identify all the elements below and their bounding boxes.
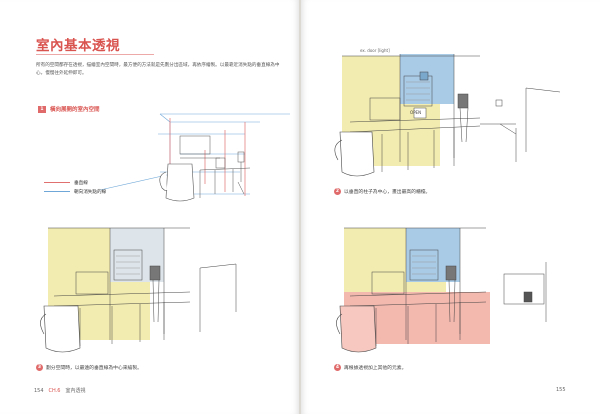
page-number-right: 155 bbox=[556, 387, 566, 393]
chapter-code: CH.6 bbox=[48, 387, 61, 394]
caption-number: 4 bbox=[334, 364, 341, 371]
folio-left: 154 CH.6 室內透視 bbox=[34, 387, 86, 395]
illustration-perspective-guide bbox=[99, 113, 290, 202]
illustration-step-4 bbox=[336, 227, 547, 353]
section-title: 橫向展開的室內空間 bbox=[50, 107, 100, 113]
legend-label: 朝向消失點的線 bbox=[74, 189, 107, 195]
folio-right: 155 bbox=[556, 387, 566, 393]
caption-text: 以垂直的柱子為中心，畫出最高的櫃檯。 bbox=[344, 190, 431, 195]
page-title: 室內基本透視 bbox=[36, 38, 120, 54]
legend: 垂直線 朝向消失點的線 bbox=[44, 178, 106, 196]
legend-swatch bbox=[44, 182, 70, 183]
intro-paragraph: 所有的空間都存在透視，描繪室內空間時，最方便的方法就是先劃分出區域，再依序繪製。… bbox=[36, 63, 280, 76]
section-number: 1 bbox=[38, 105, 46, 113]
title-underline bbox=[36, 54, 154, 55]
caption-number: 3 bbox=[36, 364, 43, 371]
section-label: 1 橫向展開的室內空間 bbox=[38, 105, 100, 113]
caption-text: 再根據透視加上其他的元素。 bbox=[344, 366, 407, 371]
chapter-title: 室內透視 bbox=[65, 388, 86, 394]
gutter bbox=[299, 0, 301, 414]
caption-number: 2 bbox=[334, 188, 341, 195]
legend-item-vanishing: 朝向消失點的線 bbox=[44, 187, 106, 196]
illustration-step-2: ex. door [light] OPEN bbox=[334, 48, 561, 177]
caption-step-2: 2 以垂直的柱子為中心，畫出最高的櫃檯。 bbox=[334, 188, 430, 195]
caption-step-4: 4 再根據透視加上其他的元素。 bbox=[334, 364, 406, 371]
caption-step-3: 3 劃分空間時，以最遠的垂直線為中心來繪製。 bbox=[36, 364, 142, 371]
legend-swatch bbox=[44, 191, 70, 192]
illustration-step-3 bbox=[40, 227, 237, 353]
cafe-sign: OPEN bbox=[410, 110, 421, 115]
caption-text: 劃分空間時，以最遠的垂直線為中心來繪製。 bbox=[46, 366, 142, 371]
page-number-left: 154 bbox=[34, 387, 44, 394]
legend-label: 垂直線 bbox=[74, 180, 88, 186]
legend-item-vertical: 垂直線 bbox=[44, 178, 106, 187]
sketch-note: ex. door [light] bbox=[360, 48, 390, 53]
